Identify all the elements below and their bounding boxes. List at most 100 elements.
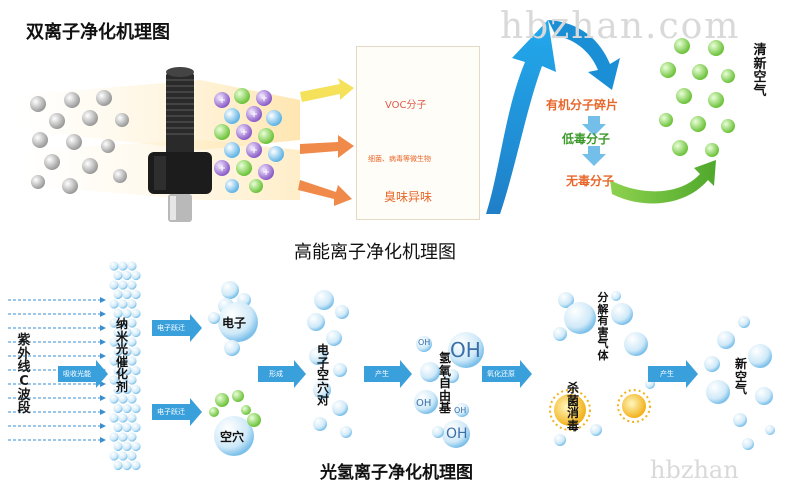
organic-fragments-label: 有机分子碎片	[546, 98, 619, 112]
catalyst-bubble	[131, 270, 141, 281]
catalyst-bubble	[109, 280, 119, 290]
catalyst-bubble	[109, 356, 119, 366]
microbe-label: 细菌、病毒等微生物	[368, 155, 431, 163]
catalyst-bubble	[109, 432, 119, 442]
orange-arrow	[298, 180, 352, 206]
catalyst-bubble	[122, 441, 132, 452]
redox-tag: 氧化还原	[487, 370, 515, 378]
catalyst-bubble	[113, 441, 123, 452]
svg-text:+: +	[218, 96, 226, 106]
catalyst-bubble	[131, 422, 141, 433]
catalyst-bubble	[113, 327, 123, 338]
non-toxic-label: 无毒分子	[566, 174, 615, 188]
catalyst-bubble	[113, 346, 123, 357]
catalyst-bubble	[122, 460, 132, 471]
electron-bubbles	[208, 281, 258, 356]
electron-transition-tag-1: 电子跃迁	[157, 324, 185, 332]
light-beam	[20, 80, 300, 150]
ion-generator-device	[148, 67, 212, 222]
catalyst-bubble	[113, 365, 123, 376]
svg-text:+: +	[260, 94, 268, 104]
gas-bubbles	[553, 291, 648, 356]
catalyst-bubble	[122, 270, 132, 281]
watermark-bottom: hbzhan	[650, 456, 739, 484]
catalyst-bubble	[127, 280, 137, 290]
svg-text:+: +	[240, 128, 248, 138]
catalyst-bubble	[131, 403, 141, 414]
hole-label: 空穴	[220, 430, 245, 444]
catalyst-bubble	[109, 413, 119, 423]
electron-hole-pair-label: 电 子 空 穴 对	[316, 343, 329, 408]
catalyst-bubble	[113, 460, 123, 471]
photo-hydrogen-ion-title: 光氢离子净化机理图	[320, 463, 473, 483]
electron-label: 电子	[222, 316, 247, 330]
catalyst-bubble	[122, 403, 132, 414]
catalyst-bubble	[127, 261, 137, 271]
svg-text:+: +	[262, 168, 270, 178]
odor-label: 臭味异味	[384, 190, 433, 204]
oh-label: OH	[454, 406, 467, 415]
catalyst-bubble	[131, 365, 141, 376]
produce-tag-2: 产生	[660, 370, 674, 378]
oh-label: OH	[450, 338, 481, 362]
catalyst-bubble	[127, 299, 137, 309]
svg-text:+: +	[250, 146, 258, 156]
electron-hole-pair-bubbles	[307, 290, 352, 438]
orange-arrow	[300, 135, 354, 158]
big-green-arrow	[610, 160, 716, 204]
ion-cluster: +++ +++ +	[214, 88, 284, 193]
uv-band-label: 紫 外 线 C 波 段	[17, 333, 31, 417]
catalyst-bubble	[122, 422, 132, 433]
uv-ray-heads	[100, 297, 106, 443]
catalyst-bubble	[113, 403, 123, 414]
big-blue-arrow	[486, 20, 620, 214]
nano-catalyst-column	[109, 261, 141, 471]
watermark: hbzhan.com	[500, 6, 741, 47]
clean-air-particles	[659, 38, 735, 157]
catalyst-bubble	[131, 384, 141, 395]
catalyst-bubble	[127, 451, 137, 461]
form-tag: 形成	[269, 370, 283, 378]
catalyst-bubble	[122, 308, 132, 319]
fresh-air-bubbles	[704, 316, 775, 450]
pollutant-panel	[356, 46, 480, 220]
catalyst-bubble	[109, 318, 119, 328]
catalyst-bubble	[118, 318, 128, 328]
svg-text:+: +	[218, 164, 226, 174]
electron-transition-tag-2: 电子跃迁	[157, 408, 185, 416]
oh-label: OH	[416, 398, 432, 409]
catalyst-bubble	[118, 356, 128, 366]
catalyst-bubble	[109, 451, 119, 461]
catalyst-bubble	[122, 289, 132, 300]
catalyst-bubble	[131, 327, 141, 338]
nano-catalyst-label: 纳 米 光 催 化 剂	[115, 317, 128, 394]
voc-label: VOC分子	[385, 100, 427, 111]
catalyst-bubble	[118, 299, 128, 309]
catalyst-bubble	[109, 337, 119, 347]
catalyst-bubble	[127, 375, 137, 385]
produce-tag-1: 产生	[375, 370, 389, 378]
catalyst-bubble	[122, 327, 132, 338]
hole-bubbles	[209, 390, 261, 456]
catalyst-bubble	[109, 261, 119, 271]
catalyst-bubble	[113, 289, 123, 300]
catalyst-bubble	[118, 451, 128, 461]
catalyst-bubble	[131, 289, 141, 300]
catalyst-bubble	[109, 299, 119, 309]
catalyst-bubble	[118, 337, 128, 347]
catalyst-bubble	[127, 318, 137, 328]
catalyst-bubble	[109, 375, 119, 385]
svg-text:+: +	[250, 110, 258, 120]
catalyst-bubble	[122, 384, 132, 395]
bacteria-spheres	[549, 379, 655, 446]
catalyst-bubble	[118, 261, 128, 271]
catalyst-bubble	[127, 356, 137, 366]
process-arrows	[58, 314, 698, 426]
catalyst-bubble	[122, 365, 132, 376]
catalyst-bubble	[118, 394, 128, 404]
dual-ion-title: 双离子净化机理图	[26, 22, 170, 43]
polluted-air-particles	[30, 90, 129, 194]
catalyst-bubble	[113, 384, 123, 395]
catalyst-bubble	[131, 346, 141, 357]
